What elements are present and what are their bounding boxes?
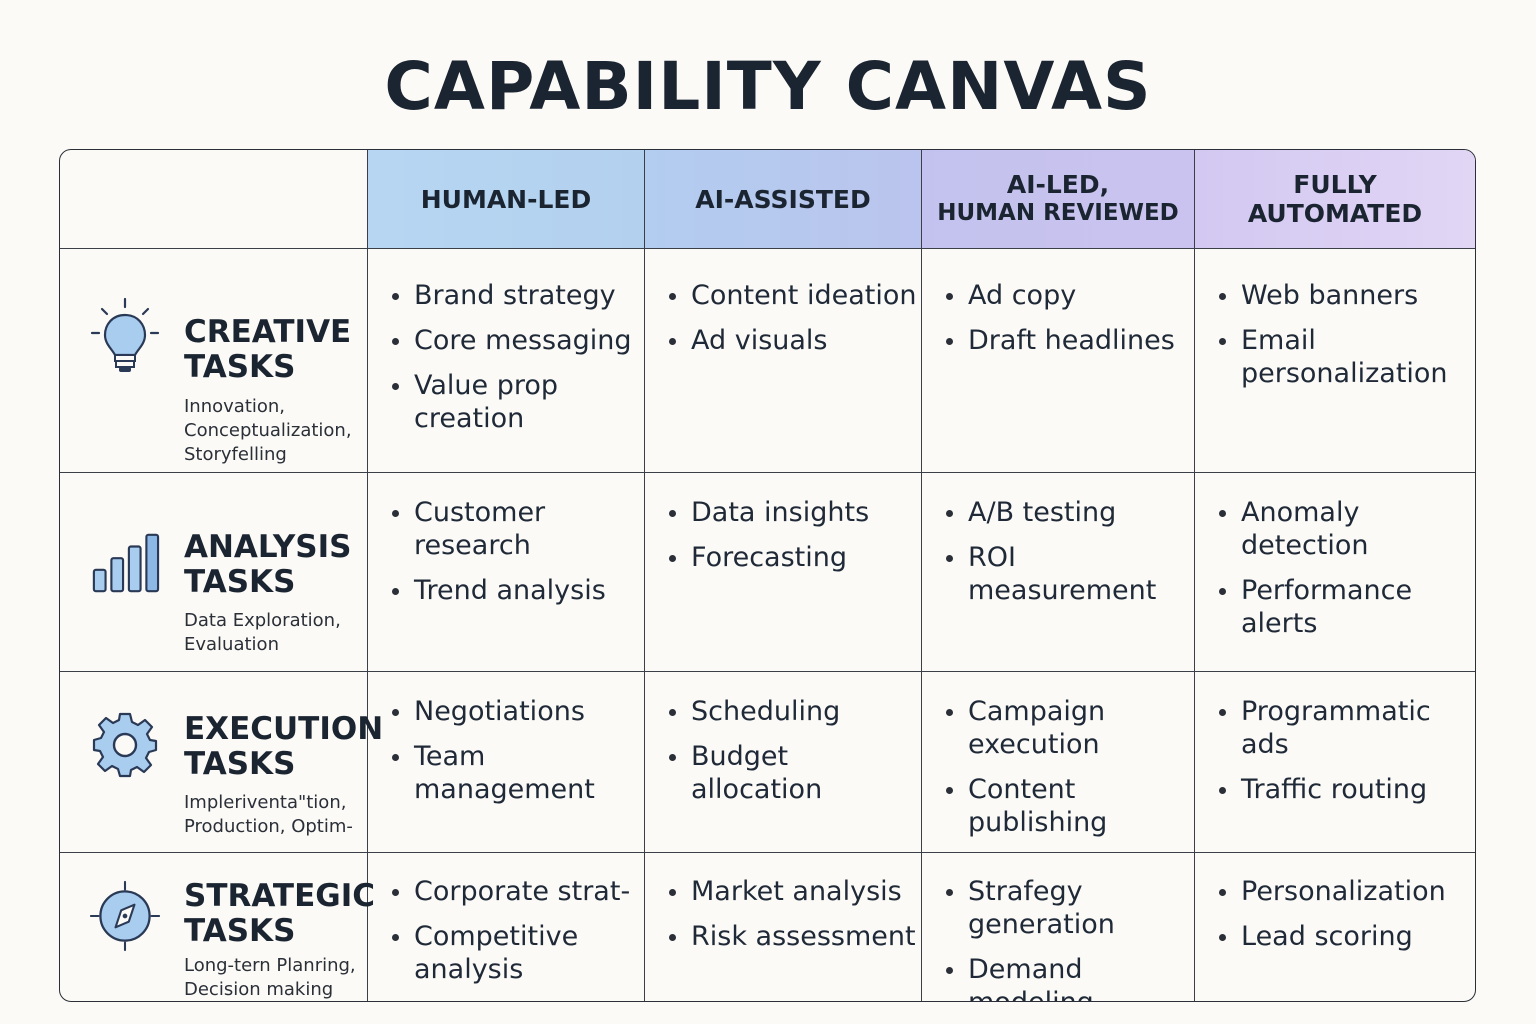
bar-chart-icon <box>90 529 160 599</box>
cell-strategic-ai-assisted: Market analysis Risk assessment <box>645 853 922 1001</box>
list-item: Web banners <box>1217 279 1471 312</box>
cell-analysis-human-led: Customer research Trend analysis <box>368 473 645 672</box>
row-title: TASKS <box>184 349 296 385</box>
list-item: Content publishing <box>944 773 1190 839</box>
cell-creative-human-led: Brand strategy Core messaging Value prop… <box>368 249 645 473</box>
list-item: Competitive analysis <box>390 920 640 986</box>
column-header-line1: FULLY <box>1293 170 1377 199</box>
row-title: CREATIVE <box>184 314 352 350</box>
list-item: ROI measurement <box>944 541 1190 607</box>
list-item: Traffic routing <box>1217 773 1471 806</box>
column-header-line2: AUTOMATED <box>1247 199 1423 228</box>
column-header-line2: HUMAN REVIEWED <box>937 200 1179 226</box>
list-item: Brand strategy <box>390 279 640 312</box>
page-title: CAPABILITY CANVAS <box>384 48 1152 125</box>
row-header-execution: EXECUTION TASKS Impleriventa"tion, Produ… <box>60 672 383 853</box>
list-item: Programmatic ads <box>1217 695 1471 761</box>
list-item: Team management <box>390 740 640 806</box>
cell-execution-ai-assisted: Scheduling Budget allocation <box>645 672 922 853</box>
header-corner <box>60 150 368 249</box>
list-item: Ad copy <box>944 279 1190 312</box>
row-header-creative: CREATIVE TASKS Innovation, Conceptualiza… <box>60 249 368 473</box>
list-item: Customer research <box>390 496 640 562</box>
column-header-line1: HUMAN-LED <box>420 184 592 214</box>
column-header-line1: AI-ASSISTED <box>695 184 871 214</box>
cell-execution-ai-led: Campaign execution Content publishing <box>922 672 1195 853</box>
column-header-ai-assisted: AI-ASSISTED <box>645 150 922 249</box>
list-item: Anomaly detection <box>1217 496 1471 562</box>
cell-strategic-human-led: Corporate strat- Competitive analysis <box>368 853 645 1001</box>
row-subtitle: Data Exploration, <box>184 610 341 631</box>
list-item: Ad visuals <box>667 324 917 357</box>
column-header-human-led: HUMAN-LED <box>368 150 645 249</box>
list-item: Core messaging <box>390 324 640 357</box>
list-item: A/B testing <box>944 496 1190 529</box>
row-title: TASKS <box>184 564 296 600</box>
row-subtitle: Innovation, <box>184 396 286 417</box>
list-item: Risk assessment <box>667 920 917 953</box>
list-item: Forecasting <box>667 541 917 574</box>
column-header-ai-led-human-reviewed: AI-LED,HUMAN REVIEWED <box>922 150 1195 249</box>
row-subtitle: Long-tern Planring, <box>184 955 356 976</box>
list-item: Negotiations <box>390 695 640 728</box>
row-title: TASKS <box>184 746 296 782</box>
row-subtitle: Decision making <box>184 979 334 1000</box>
lightbulb-icon <box>90 297 160 374</box>
list-item: Market analysis <box>667 875 917 908</box>
list-item: Budget allocation <box>667 740 917 806</box>
list-item: Corporate strat- <box>390 875 640 908</box>
list-item: Draft headlines <box>944 324 1190 357</box>
list-item: Demand modeling <box>944 953 1190 1001</box>
cell-creative-ai-led: Ad copy Draft headlines <box>922 249 1195 473</box>
cell-analysis-ai-led: A/B testing ROI measurement <box>922 473 1195 672</box>
row-subtitle: Impleriventa"tion, <box>184 792 347 813</box>
row-header-analysis: ANALYSIS TASKS Data Exploration, Evaluat… <box>60 473 368 672</box>
cell-creative-fully-automated: Web banners Email personalization <box>1195 249 1475 473</box>
cell-execution-human-led: Negotiations Team management <box>368 672 645 853</box>
list-item: Data insights <box>667 496 917 529</box>
cell-strategic-fully-automated: Personalization Lead scoring <box>1195 853 1475 1001</box>
capability-canvas: HUMAN-LED AI-ASSISTED AI-LED,HUMAN REVIE… <box>59 149 1476 1002</box>
cell-creative-ai-assisted: Content ideation Ad visuals <box>645 249 922 473</box>
row-header-strategic: STRATEGIC TASKS Long-tern Planring, Deci… <box>60 853 375 1001</box>
row-subtitle: Evaluation <box>184 634 279 655</box>
gear-icon <box>90 710 160 780</box>
cell-execution-fully-automated: Programmatic ads Traffic routing <box>1195 672 1475 853</box>
cell-analysis-ai-assisted: Data insights Forecasting <box>645 473 922 672</box>
row-title: EXECUTION <box>184 711 384 747</box>
list-item: Value prop creation <box>390 369 640 435</box>
row-subtitle: Conceptualization, <box>184 420 352 441</box>
list-item: Campaign execution <box>944 695 1190 761</box>
list-item: Scheduling <box>667 695 917 728</box>
list-item: Trend analysis <box>390 574 640 607</box>
list-item: Strafegy generation <box>944 875 1190 941</box>
compass-icon <box>90 880 160 952</box>
row-title: TASKS <box>184 913 296 949</box>
list-item: Personalization <box>1217 875 1471 908</box>
row-title: STRATEGIC <box>184 878 375 914</box>
list-item: Content ideation <box>667 279 917 312</box>
column-header-line1: AI-LED, <box>1006 170 1110 199</box>
list-item: Performance alerts <box>1217 574 1471 640</box>
cell-strategic-ai-led: Strafegy generation Demand modeling <box>922 853 1195 1001</box>
list-item: Lead scoring <box>1217 920 1471 953</box>
cell-analysis-fully-automated: Anomaly detection Performance alerts <box>1195 473 1475 672</box>
list-item: Email personalization <box>1217 324 1471 390</box>
row-title: ANALYSIS <box>184 529 352 565</box>
row-subtitle: Production, Optim- <box>184 816 353 837</box>
row-subtitle: Storyfelling <box>184 444 287 465</box>
